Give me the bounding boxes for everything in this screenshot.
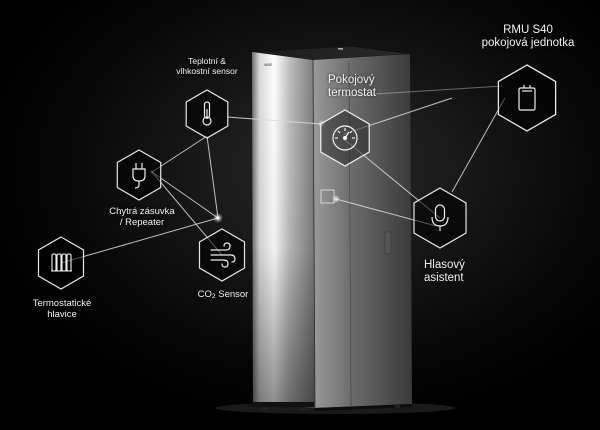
radiator-icon — [51, 253, 72, 272]
label-room-thermostat-line1: Pokojový — [328, 74, 375, 86]
hex-thermostatic-heads — [37, 236, 85, 290]
label-thermostatic-line1: Termostatické — [32, 298, 92, 309]
heat-pump-unit: NIBE — [251, 45, 412, 411]
label-co2-prefix: CO — [197, 289, 212, 300]
label-co2-subscript: 2 — [211, 293, 216, 300]
label-voice-assistant: Hlasový asistent — [424, 259, 494, 285]
label-rmu-line2: pokojová jednotka — [481, 36, 575, 49]
label-thermostatic-heads: Termostatické hlavice — [21, 298, 103, 320]
hex-co2-sensor — [198, 228, 246, 282]
label-co2-suffix: Sensor — [215, 289, 249, 300]
wind-icon — [210, 242, 236, 268]
label-smart-plug: Chytrá zásuvka / Repeater — [102, 206, 182, 228]
label-smart-plug-line1: Chytrá zásuvka — [109, 206, 175, 217]
hex-rmu-s40 — [497, 64, 557, 132]
thermometer-icon — [202, 101, 212, 126]
label-smart-plug-line2: / Repeater — [119, 216, 165, 228]
label-co2-sensor: CO2 Sensor — [188, 289, 258, 301]
plug-icon — [132, 163, 146, 189]
room-unit-icon — [518, 85, 536, 111]
label-rmu-s40: RMU S40 pokojová jednotka — [478, 24, 578, 50]
dial-icon — [332, 125, 358, 151]
label-thermostatic-line2: hlavice — [47, 308, 77, 320]
svg-text:NIBE: NIBE — [264, 63, 273, 67]
label-voice-line2: asistent — [424, 271, 464, 284]
label-rmu-line1: RMU S40 — [503, 24, 553, 36]
hex-room-thermostat — [320, 109, 370, 167]
label-voice-line1: Hlasový — [424, 259, 465, 271]
label-room-thermostat-line2: termostat — [328, 86, 376, 99]
label-temp-humidity-line2: vlhkostní sensor — [176, 65, 238, 76]
hex-voice-assistant — [413, 187, 467, 249]
label-temp-humidity-sensor: Teplotní & vlhkostní sensor — [165, 56, 249, 76]
hex-smart-plug — [116, 149, 162, 201]
label-room-thermostat: Pokojový termostat — [328, 74, 408, 100]
microphone-icon — [431, 204, 449, 231]
hex-temp-humidity-sensor — [185, 89, 229, 139]
label-temp-humidity-line1: Teplotní & — [188, 56, 226, 66]
